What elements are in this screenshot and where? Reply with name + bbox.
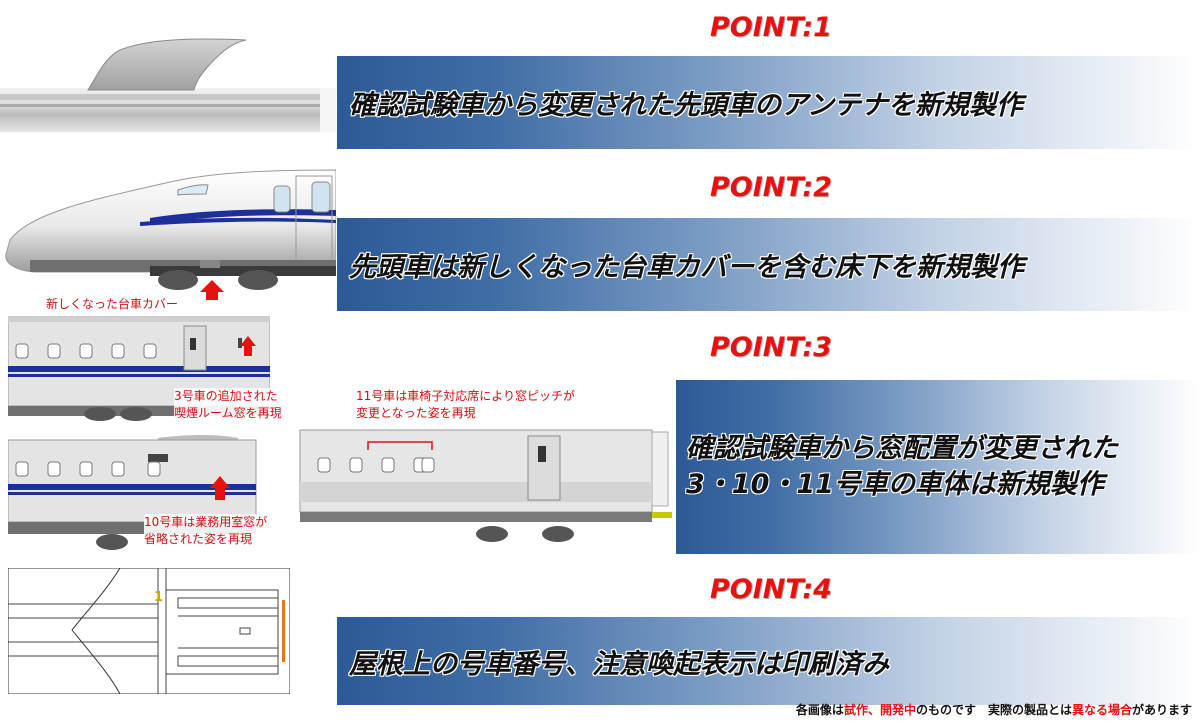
disclaimer: 各画像は試作、開発中のものです 実際の製品とは異なる場合があります <box>796 701 1192 718</box>
antenna-illustration <box>0 38 336 132</box>
car-10-callout-line2: 省略された姿を再現 <box>144 532 253 546</box>
point-3-label: POINT:3 <box>710 332 832 363</box>
disclaimer-part1: 各画像は <box>795 703 844 717</box>
car-11-callout: 11号車は車椅子対応席により窓ピッチが 変更となった姿を再現 <box>356 388 576 422</box>
roof-diagram-lines <box>8 568 290 694</box>
point-3-banner: 確認試験車から窓配置が変更された 3・10・11号車の車体は新規製作 <box>676 380 1200 554</box>
point-1-text: 確認試験車から変更された先頭車のアンテナを新規製作 <box>349 90 1023 121</box>
car-10-callout: 10号車は業務用室窓が 省略された姿を再現 <box>144 514 268 548</box>
car-11-callout-line2: 変更となった姿を再現 <box>356 406 476 420</box>
disclaimer-part4: 異なる場合 <box>1071 703 1132 717</box>
disclaimer-part2: 試作、開発中 <box>843 703 916 717</box>
point-2-banner: 先頭車は新しくなった台車カバーを含む床下を新規製作 <box>337 218 1200 311</box>
point-1-label: POINT:1 <box>710 12 832 43</box>
bogie-cover-callout: 新しくなった台車カバー <box>46 296 179 313</box>
car-10-callout-line1: 10号車は業務用室窓が <box>144 515 268 529</box>
disclaimer-part5: があります <box>1131 703 1192 717</box>
disclaimer-part3: のものです 実際の製品とは <box>915 703 1072 717</box>
point-2-label: POINT:2 <box>710 172 832 203</box>
car-11-illustration <box>299 429 672 542</box>
car-3-callout-line2: 喫煙ルーム窓を再現 <box>174 406 282 420</box>
point-4-label: POINT:4 <box>710 574 832 605</box>
roof-diagram: 1 <box>8 568 290 694</box>
point-2-text: 先頭車は新しくなった台車カバーを含む床下を新規製作 <box>349 252 1024 283</box>
lead-car-illustration <box>5 169 336 300</box>
point-3-text-line2: 3・10・11号車の車体は新規製作 <box>686 469 1104 500</box>
car-10-illustration <box>8 435 257 550</box>
point-1-banner: 確認試験車から変更された先頭車のアンテナを新規製作 <box>337 56 1200 149</box>
point-4-text: 屋根上の号車番号、注意喚起表示は印刷済み <box>349 648 889 680</box>
car-11-callout-line1: 11号車は車椅子対応席により窓ピッチが <box>356 389 576 403</box>
point-4-banner: 屋根上の号車番号、注意喚起表示は印刷済み <box>337 617 1200 705</box>
car-3-callout-line1: 3号車の追加された <box>174 389 278 403</box>
car-3-callout: 3号車の追加された 喫煙ルーム窓を再現 <box>174 388 282 422</box>
point-3-text-line1: 確認試験車から窓配置が変更された <box>686 433 1118 464</box>
roof-car-number: 1 <box>154 590 164 605</box>
